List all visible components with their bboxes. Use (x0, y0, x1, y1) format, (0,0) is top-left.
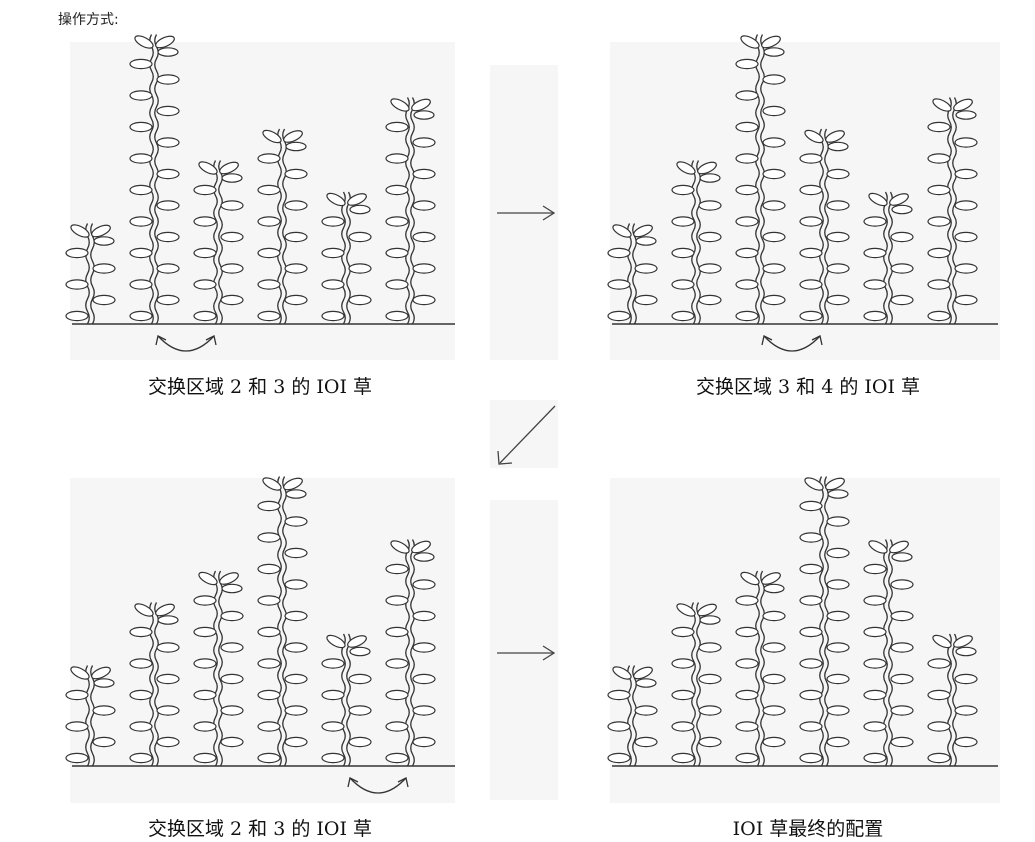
grass-plant (321, 191, 372, 325)
grass-plant (193, 570, 244, 767)
grass-plant (927, 97, 978, 325)
swap-arrow (155, 335, 217, 352)
arrow-strip-middle (490, 400, 558, 468)
grass-plant (129, 34, 180, 325)
panel-3-caption: 交换区域 2 和 3 的 IOI 草 (147, 818, 372, 840)
arrow-strip-bottom (490, 500, 558, 800)
grass-plant (385, 97, 436, 325)
grass-plant (799, 476, 850, 767)
grass-plant (927, 633, 978, 767)
panel-2 (607, 34, 998, 352)
grass-plant (257, 128, 308, 325)
grass-plant (257, 476, 308, 767)
swap-arrow (761, 335, 823, 352)
panel-2-caption: 交换区域 3 和 4 的 IOI 草 (695, 376, 920, 398)
grass-plant (671, 602, 722, 767)
grass-plant (607, 665, 658, 767)
panel-2-background (610, 42, 1000, 360)
grass-plant (735, 570, 786, 767)
panel-3-background (70, 478, 455, 803)
grass-plant (671, 160, 722, 325)
grass-plant (65, 665, 116, 767)
panel-4 (607, 476, 998, 767)
panel-4-caption: IOI 草最终的配置 (732, 818, 884, 840)
panel-3 (65, 476, 455, 794)
grass-plant (193, 160, 244, 325)
procedure-heading: 操作方式: (58, 12, 119, 28)
step-arrow-down-left (497, 405, 556, 465)
grass-plant (607, 223, 658, 325)
grass-plant (863, 539, 914, 767)
grass-plant (65, 223, 116, 325)
grass-plant (385, 539, 436, 767)
grass-plant (799, 128, 850, 325)
panel-1 (65, 34, 455, 352)
grass-plant (735, 34, 786, 325)
swap-arrow (347, 777, 409, 794)
panel-1-caption: 交换区域 2 和 3 的 IOI 草 (147, 376, 372, 398)
grass-plant (863, 191, 914, 325)
step-arrow-right-bottom (497, 645, 556, 661)
step-arrow-right-top (497, 205, 556, 221)
grass-plant (129, 602, 180, 767)
grass-plant (321, 633, 372, 767)
